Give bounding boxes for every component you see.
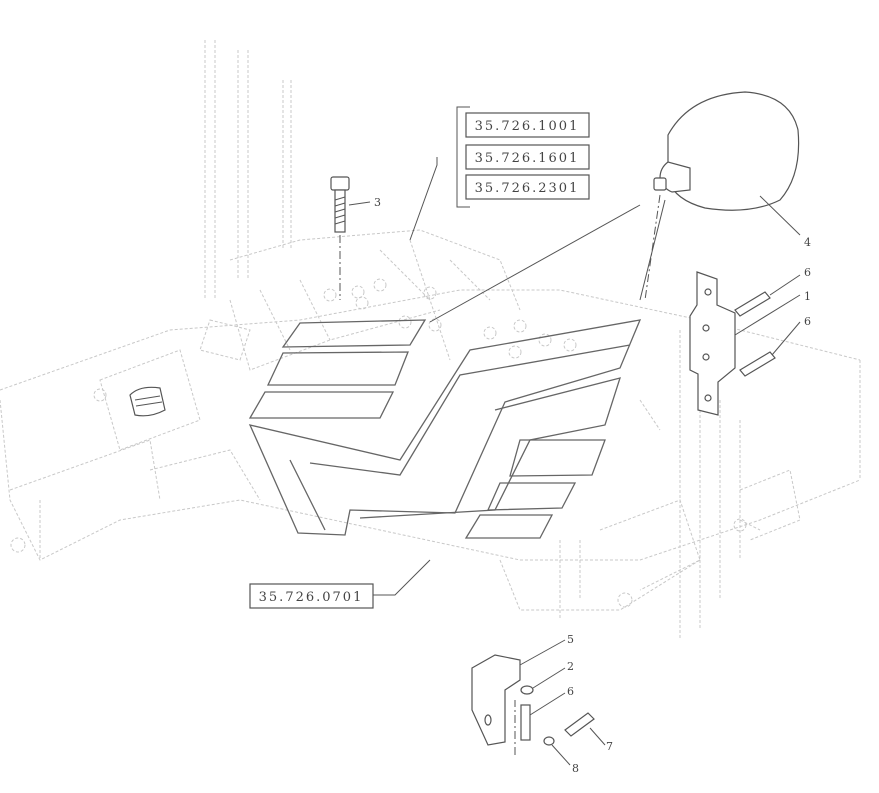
bracket-part-5 xyxy=(471,639,606,766)
reference-box-2 xyxy=(465,144,590,170)
callout-1: 1 xyxy=(804,290,811,303)
callout-6-lower: 6 xyxy=(567,685,574,698)
callout-7: 7 xyxy=(606,740,613,753)
reference-group-upper: 35.726.1001 35.726.1601 35.726.2301 xyxy=(409,106,590,241)
callout-5: 5 xyxy=(567,633,574,646)
accumulator-part-4 xyxy=(429,91,801,323)
reference-box-4 xyxy=(249,583,374,609)
bolt-part-3 xyxy=(330,176,371,300)
reference-label-4: 35.726.0701 xyxy=(259,590,364,605)
callout-6-upper: 6 xyxy=(804,266,811,279)
callout-2: 2 xyxy=(567,660,574,673)
brand-logo-watermark xyxy=(248,319,642,539)
reference-box-1 xyxy=(465,112,590,138)
mounting-block xyxy=(129,386,166,417)
reference-label-1: 35.726.1001 xyxy=(475,119,580,134)
reference-label-3: 35.726.2301 xyxy=(475,181,580,196)
reference-label-2: 35.726.1601 xyxy=(475,151,580,166)
callout-3: 3 xyxy=(374,196,381,209)
callout-8: 8 xyxy=(572,762,579,775)
callout-6-middle: 6 xyxy=(804,315,811,328)
bracket-part-1 xyxy=(689,271,801,416)
callout-4: 4 xyxy=(804,236,811,249)
reference-group-lower: 35.726.0701 xyxy=(249,559,431,609)
reference-box-3 xyxy=(465,174,590,200)
